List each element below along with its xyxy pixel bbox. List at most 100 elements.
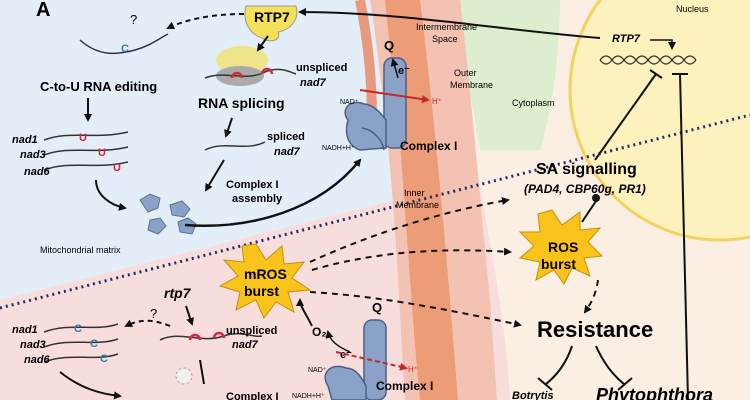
bottom-nad3-label: nad3 [20,339,46,351]
rtp7-gene-label: RTP7 [612,33,641,45]
phytophthora-label: Phytophthora [596,385,713,400]
top-nad6-label: nad6 [24,166,51,178]
dna-strand-2 [599,55,697,65]
unspliced-gene-bottom: nad7 [232,339,259,351]
mutant-to-splicing-arrow [185,305,194,326]
bottom-nad6-c: C [100,353,108,365]
phyto-to-dna-line [679,73,689,400]
cytoplasm-green-region [455,0,560,150]
top-nad3-label: nad3 [20,149,46,161]
proton-arrow-top [359,89,430,104]
e-to-o2-arrow [325,330,351,353]
top-nad1-u: U [79,132,87,144]
bottom-strands-arrow [59,371,122,400]
top-nad3-u: U [98,147,106,159]
e-top: e⁻ [398,65,410,77]
resistance-to-phyto-line [595,345,625,385]
nad-plus-bottom: NAD⁺ [308,367,327,374]
spliced-to-assembly-arrow [204,159,225,192]
top-nad6-u: U [113,162,121,174]
editing-label: C-to-U RNA editing [40,79,157,94]
intron-loop-2 [212,331,226,339]
spliced-label: spliced [267,131,305,143]
nad-plus-top: NAD⁺ [340,99,359,106]
bottom-editing-arrow [124,319,171,327]
mros-to-ros-arrow [311,247,512,271]
spliced-rna-strand [204,141,266,151]
resistance-label: Resistance [537,317,653,342]
splicing-down-arrow [224,117,233,138]
outer-membrane-label-2: Membrane [450,80,493,90]
ros-to-resistance-arrow [583,279,599,314]
ros-burst-shape [518,209,604,285]
bottom-question: ? [150,306,157,321]
gene-promoter-arrow [650,39,676,50]
assembly-to-complex-arrow [184,158,362,227]
mros-to-resistance-arrow [309,291,522,328]
assembly-line1: Complex I [226,179,279,191]
top-nad1-label: nad1 [12,134,38,146]
o2-label: O₂ [312,325,327,339]
proton-arrow-bottom [335,351,408,371]
botrytis-label: Botrytis [512,390,554,400]
edit-rna-strand [79,33,169,55]
ros-line2: burst [541,256,576,272]
h-plus-bottom: H⁺ [408,365,418,374]
e-arrow-top [390,58,399,79]
bottom-nad1-c: C [74,323,82,335]
mros-burst-shape [218,243,312,319]
intron-loop-1 [188,333,202,341]
resistance-to-botrytis-line [545,345,573,385]
rtp7-label: RTP7 [254,9,290,25]
unspliced-label-top: unspliced [296,62,347,74]
intermembrane-label-2: Space [432,34,458,44]
nucleus-label: Nucleus [676,4,709,14]
intermembrane-label-1: Intermembrane [416,22,477,32]
mros-line1: mROS [244,266,287,282]
ros-to-sa-link [581,197,599,223]
nad-strands-bottom [43,323,119,363]
mros-to-sa-arrow [309,197,510,263]
edit-c-letter: C [121,43,129,55]
bottom-nad1-label: nad1 [12,324,38,336]
sa-title: SA signalling [536,161,637,178]
mros-line2: burst [244,283,279,299]
ros-to-sa-dot [592,194,600,202]
unspliced-label-bottom: unspliced [226,325,277,337]
o2-to-mros-arrow [296,298,313,327]
nucleus [568,0,750,242]
bottom-nad3-c: C [90,338,98,350]
rtp7-export-arrow [298,8,601,39]
rtp7-mutant-label: rtp7 [164,285,192,301]
spliced-gene: nad7 [274,146,301,158]
complex-i-bottom [324,319,387,400]
q-bottom: Q [372,300,382,315]
bottom-assembly-label: Complex I [226,391,279,400]
missing-subunit [175,367,193,385]
complex-label-bottom: Complex I [376,379,433,393]
resistance-to-phyto-bar [617,377,633,391]
complex-label-top: Complex I [400,139,457,153]
complex-i-top [344,57,407,151]
nad-strands-top [43,131,129,171]
rtp7-protein [244,5,298,42]
nadh-top: NADH+H⁺ [322,145,355,152]
rtp7-to-splicing-arrow [256,35,269,52]
bottom-splice-down-line [199,359,205,385]
inner-membrane-label-1: Inner [404,188,425,198]
q-top: Q [384,38,394,53]
resistance-to-botrytis-bar [537,377,553,391]
strands-to-subunits-arrow [95,179,127,211]
assembly-line2: assembly [232,193,283,205]
splicing-label: RNA splicing [198,95,285,111]
ros-line1: ROS [548,239,578,255]
matrix-label: Mitochondrial matrix [40,245,121,255]
sa-to-dna-line [594,73,657,161]
splicing-complex [204,46,297,86]
sa-to-dna-bar [649,69,663,79]
bottom-nad6-label: nad6 [24,354,51,366]
sa-genes: (PAD4, CBP60g, PR1) [524,182,646,196]
panel-letter: A [36,0,50,21]
